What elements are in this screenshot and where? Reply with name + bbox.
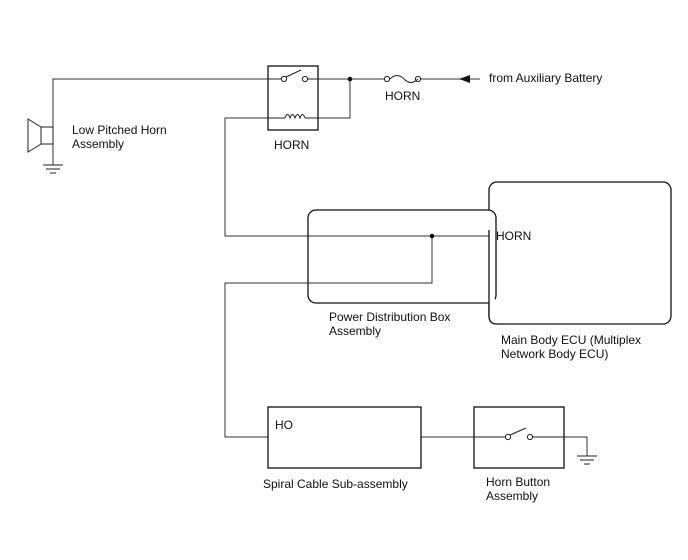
relay-label: HORN: [274, 138, 309, 152]
switch-icon: [474, 427, 564, 441]
wire-pdb-internal: [308, 235, 489, 284]
spiral-cable-box: [267, 406, 422, 469]
spiral-pin-label: HO: [275, 418, 293, 432]
pdb-label-line1: Power Distribution Box: [329, 310, 450, 324]
relay-switch-icon: [268, 69, 318, 83]
horn-button-label-line2: Assembly: [486, 489, 538, 503]
wire-horn-to-relay: [52, 78, 268, 128]
ground-icon: [577, 455, 597, 465]
fuse-label: HORN: [385, 89, 420, 103]
ecu-label-line1: Main Body ECU (Multiplex: [501, 333, 641, 347]
ecu-pin-label: HORN: [496, 229, 531, 243]
fuse-icon: [383, 75, 422, 83]
arrow-left-icon: [459, 75, 470, 83]
main-body-ecu-box: [488, 181, 672, 325]
horn-relay-box: [267, 65, 319, 131]
wire-button-to-ground: [564, 436, 588, 456]
pdb-label-line2: Assembly: [329, 324, 381, 338]
ecu-label-line2: Network Body ECU): [501, 347, 608, 361]
horn-label-line1: Low Pitched Horn: [72, 123, 167, 137]
splice-point-ecu-overlay: [429, 233, 435, 239]
power-distribution-box: [307, 209, 497, 304]
spiral-label: Spiral Cable Sub-assembly: [263, 477, 408, 491]
ground-icon: [43, 164, 63, 174]
wire-splice-to-coil: [318, 79, 351, 119]
relay-coil-icon: [268, 114, 318, 120]
battery-label: from Auxiliary Battery: [489, 71, 602, 85]
horn-label-line2: Assembly: [72, 137, 124, 151]
horn-speaker-icon: [27, 118, 54, 153]
horn-button-label-line1: Horn Button: [486, 475, 550, 489]
splice-point-battery: [347, 76, 353, 82]
main-body-ecu-edge: [488, 230, 498, 325]
